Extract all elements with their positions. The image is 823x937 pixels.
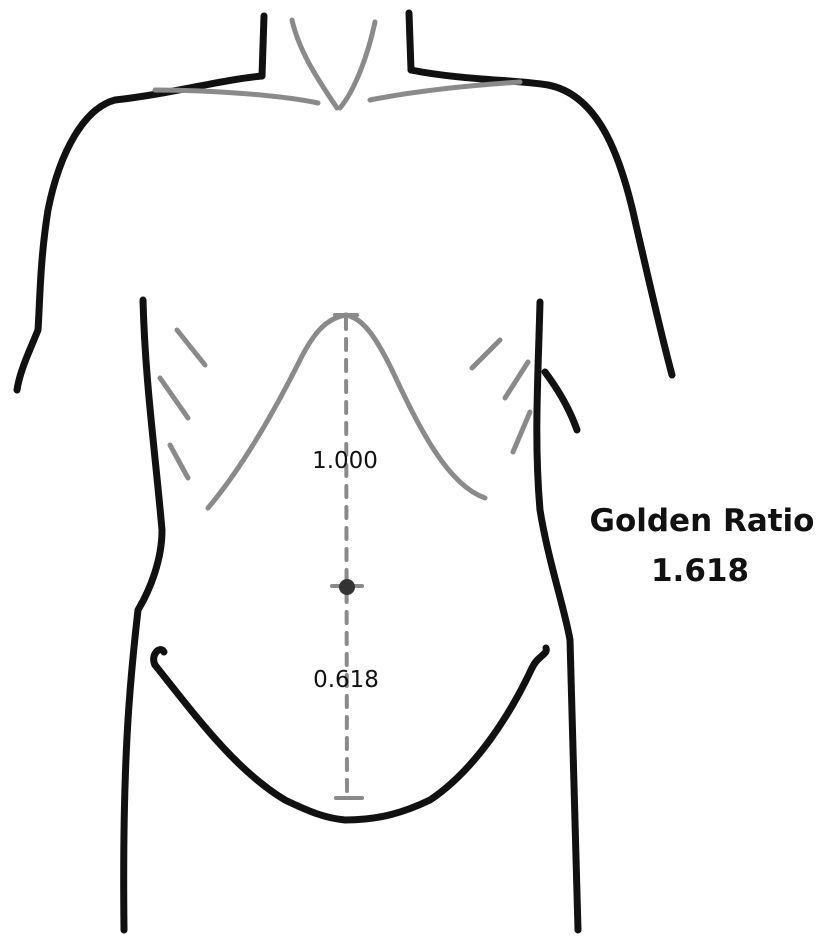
oblique-left-2 [160,378,188,418]
neck-line-right [340,22,375,108]
lower-segment-label: 0.618 [313,667,379,693]
neck-line-left [292,20,337,108]
golden-ratio-title: Golden Ratio [590,503,815,539]
oblique-left-3 [170,445,188,478]
oblique-right-1 [472,340,500,368]
muscle-lines [155,20,530,508]
clavicle-left [155,90,318,103]
golden-ratio-value: 1.618 [651,553,749,589]
vertical-dashed-line [346,318,347,795]
clavicle-right [370,82,520,100]
navel-dot [339,579,355,595]
upper-segment-label: 1.000 [312,448,378,474]
oblique-right-3 [513,412,530,452]
oblique-left-1 [177,330,205,365]
ratio-measurement [332,315,362,798]
oblique-right-2 [505,362,528,398]
